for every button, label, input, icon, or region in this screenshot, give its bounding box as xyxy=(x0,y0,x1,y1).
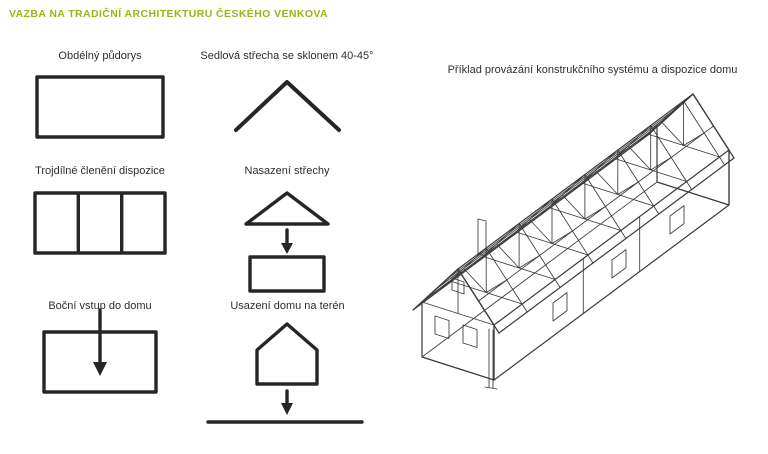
label-three-part-layout: Trojdílné členění dispozice xyxy=(35,165,165,177)
three-part-layout-sketch xyxy=(33,191,167,255)
label-gable-roof-pitch: Sedlová střecha se sklonem 40-45° xyxy=(200,50,374,62)
house-on-terrain-sketch xyxy=(206,322,364,424)
label-house-on-terrain: Usazení domu na terén xyxy=(230,300,345,312)
roof-placement-sketch xyxy=(244,191,330,293)
gable-roof-sketch xyxy=(234,80,341,132)
label-construction-system-example: Příklad provázání konstrukčního systému … xyxy=(447,64,738,76)
side-entrance-sketch xyxy=(42,308,158,394)
page-title: VAZBA NA TRADIČNÍ ARCHITEKTURU ČESKÉHO V… xyxy=(9,8,329,20)
label-side-entrance: Boční vstup do domu xyxy=(48,300,152,312)
label-roof-placement: Nasazení střechy xyxy=(244,165,330,177)
label-rectangular-floorplan: Obdélný půdorys xyxy=(58,50,142,62)
construction-system-isometric-drawing xyxy=(412,93,735,390)
rectangular-floorplan-sketch xyxy=(35,75,165,139)
